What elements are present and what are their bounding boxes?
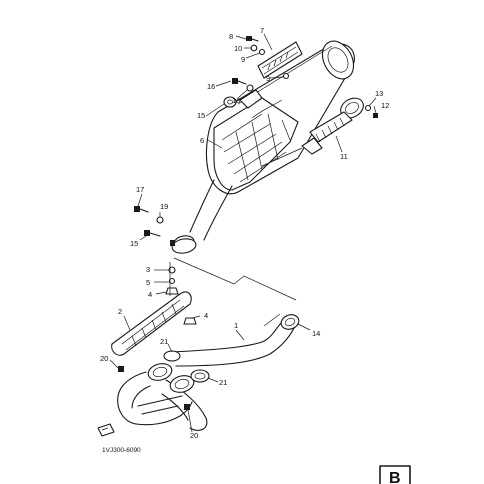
header-protector [111, 291, 192, 356]
callout-9-right: 9 [266, 74, 270, 83]
callout-20-lower: 20 [190, 431, 198, 440]
callout-4-upper: 4 [148, 290, 152, 299]
reference-lines [169, 147, 303, 327]
drawing-code: 1VJ300-6090 [102, 447, 141, 454]
callout-21-lower: 21 [219, 378, 227, 387]
callout-1: 1 [234, 321, 238, 330]
leader-lines [109, 33, 377, 433]
callout-14: 14 [312, 329, 320, 338]
callout-12: 12 [381, 101, 389, 110]
callout-11: 11 [340, 152, 348, 161]
callout-5: 5 [146, 278, 150, 287]
callout-19-lower: 19 [160, 202, 168, 211]
callout-16: 15 [197, 111, 205, 120]
callout-10: 10 [234, 44, 242, 53]
callout-6: 6 [200, 136, 204, 145]
callout-15: 15 [130, 239, 138, 248]
callout-9-upper: 9 [241, 55, 245, 64]
clamp-bolt-head [170, 240, 175, 246]
callout-20-left: 20 [100, 354, 108, 363]
exhaust-pipe [97, 314, 300, 437]
spark-arrester [301, 97, 364, 155]
callout-19-upper: 18 [232, 96, 240, 105]
callouts: 8 7 10 9 9 16 18 15 6 13 12 11 17 19 15 … [100, 26, 389, 440]
page-marker: B [379, 465, 411, 484]
callout-13: 13 [375, 89, 383, 98]
callout-8: 8 [229, 32, 233, 41]
callout-18: 16 [207, 82, 215, 91]
muffler-decal [257, 41, 303, 79]
callout-21-upper: 21 [160, 337, 168, 346]
callout-17: 17 [136, 185, 144, 194]
callout-4-lower: 4 [204, 311, 208, 320]
fasteners [118, 36, 378, 410]
callout-3: 3 [146, 265, 150, 274]
callout-2: 2 [118, 307, 122, 316]
callout-7: 7 [260, 26, 264, 35]
muffler [170, 40, 355, 254]
page-letter: B [389, 470, 401, 484]
